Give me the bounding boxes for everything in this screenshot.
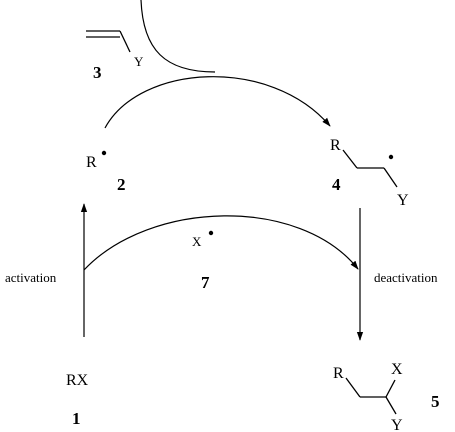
alkene-structure: Y	[86, 30, 144, 69]
product-r-label: R	[333, 365, 344, 382]
addition-arrow	[104, 76, 331, 129]
compound-number-4: 4	[332, 175, 341, 194]
alkene-substituent-bond	[119, 30, 131, 53]
compound-number-1: 1	[72, 409, 81, 428]
adduct-bond-3	[383, 167, 398, 188]
product-bond-y	[385, 396, 397, 415]
product-y-label: Y	[391, 417, 403, 432]
alkene-entry-curve	[140, 0, 216, 73]
halogen-radical-dot	[208, 230, 214, 236]
adduct-y-label: Y	[397, 192, 409, 209]
adduct-radical-structure: R Y	[330, 137, 409, 209]
radical-dot	[101, 150, 107, 156]
product-x-label: X	[391, 361, 403, 378]
adduct-r-label: R	[330, 137, 341, 154]
compound-number-7: 7	[201, 273, 210, 292]
halogen-radical-label: X	[192, 234, 202, 249]
compound-number-5: 5	[431, 392, 440, 411]
compound-number-3: 3	[93, 63, 102, 82]
radical-r-label: R	[86, 154, 97, 171]
deactivation-label: deactivation	[374, 270, 438, 285]
adduct-radical-dot	[388, 154, 394, 160]
compound-number-2: 2	[117, 175, 126, 194]
adduct-bond-1	[342, 149, 358, 169]
activation-label: activation	[5, 270, 57, 285]
product-bond-x	[385, 379, 396, 398]
product-structure: R X Y	[333, 361, 403, 432]
product-bond-1	[345, 377, 361, 398]
halogen-transfer-arrow	[83, 215, 359, 271]
alkene-y-label: Y	[134, 54, 144, 69]
halide-label: RX	[66, 372, 89, 389]
